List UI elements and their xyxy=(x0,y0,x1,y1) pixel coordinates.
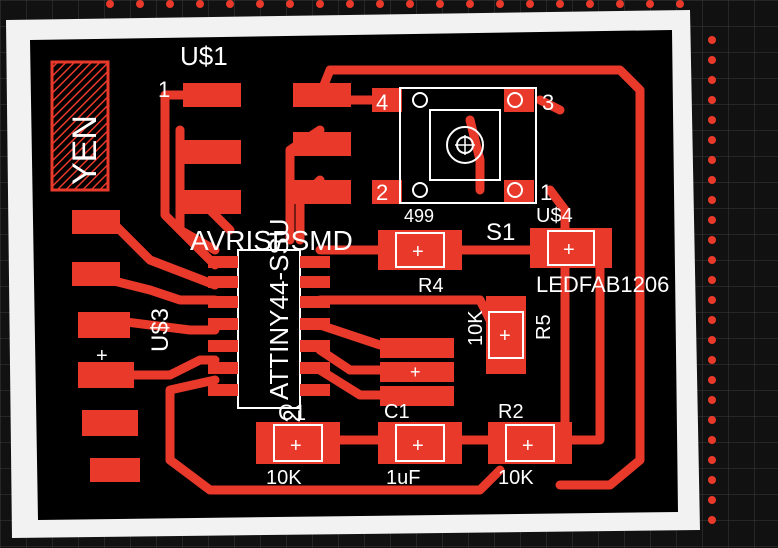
u3-header[interactable] xyxy=(72,210,140,482)
r4-center-mark: + xyxy=(412,241,424,263)
u4-value: LEDFAB1206 xyxy=(536,272,669,297)
s1-pin4: 4 xyxy=(376,90,388,115)
s1-pin3: 3 xyxy=(542,90,554,115)
ground-via-dots xyxy=(106,0,716,524)
c1-capacitor[interactable]: + xyxy=(378,422,462,464)
u3-origin-mark: + xyxy=(96,345,108,367)
r2-name: R2 xyxy=(498,401,524,423)
r2-value: 10K xyxy=(498,467,534,489)
s1-pin1: 1 xyxy=(540,180,552,205)
c1-center-mark: + xyxy=(412,435,424,457)
r5-resistor[interactable]: + xyxy=(486,296,526,374)
s1-button[interactable] xyxy=(372,87,537,204)
attiny44-ic[interactable] xyxy=(208,249,330,409)
r2-resistor[interactable]: + xyxy=(488,422,572,464)
r4-name: R4 xyxy=(418,275,444,297)
c1-name: C1 xyxy=(384,401,410,423)
r5-value: 10K xyxy=(465,310,487,346)
left-resistor[interactable]: + xyxy=(256,422,340,464)
side-pad-mark: + xyxy=(410,362,421,382)
r4-resistor[interactable]: + xyxy=(378,230,462,270)
u1-pin1-label: 1 xyxy=(158,77,170,102)
r5-name: R5 xyxy=(533,314,555,340)
r5-center-mark: + xyxy=(499,325,511,347)
ic-value: ATTINY44-SSU xyxy=(264,218,294,400)
board-name-label[interactable]: YEN xyxy=(50,60,110,192)
r2-center-mark: + xyxy=(522,435,534,457)
ic-side-pads[interactable] xyxy=(380,338,454,406)
left-resistor-center-mark: + xyxy=(290,435,302,457)
u3-name: U$3 xyxy=(147,308,174,352)
s1-name: S1 xyxy=(486,219,515,246)
u4-center-mark: + xyxy=(563,239,575,261)
c1-value: 1uF xyxy=(386,467,420,489)
board-name-text: YEN xyxy=(66,115,104,185)
u1-name: U$1 xyxy=(180,41,228,71)
left-resistor-name: C1 xyxy=(278,400,306,425)
s1-pin2: 2 xyxy=(376,180,388,205)
u4-name: U$4 xyxy=(536,205,573,227)
r4-value: 499 xyxy=(404,206,434,226)
u4-led[interactable]: + xyxy=(530,228,612,268)
left-resistor-value: 10K xyxy=(266,467,302,489)
u1-header[interactable] xyxy=(183,83,351,214)
